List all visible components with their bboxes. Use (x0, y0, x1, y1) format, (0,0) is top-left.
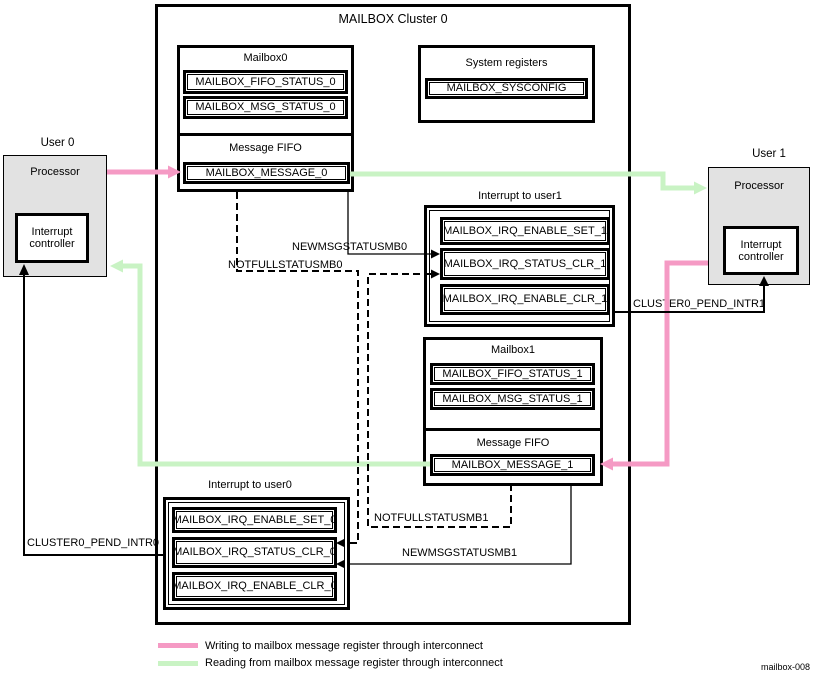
mailbox-irq-status-clr-1-register: MAILBOX_IRQ_STATUS_CLR_1 (440, 248, 610, 280)
mailbox1-divider (423, 428, 603, 431)
mailbox-irq-enable-set-1-register: MAILBOX_IRQ_ENABLE_SET_1 (440, 217, 610, 245)
system-registers-title: System registers (465, 57, 548, 69)
interrupt-to-user0-title: Interrupt to user0 (208, 479, 292, 491)
mailbox-msg-status-0-register: MAILBOX_MSG_STATUS_0 (183, 96, 348, 119)
mailbox-message-0-register: MAILBOX_MESSAGE_0 (183, 162, 350, 184)
mailbox-msg-status-1-register: MAILBOX_MSG_STATUS_1 (430, 388, 595, 410)
mailbox0-box (177, 45, 354, 192)
mailbox-irq-enable-clr-1-register: MAILBOX_IRQ_ENABLE_CLR_1 (440, 284, 610, 315)
mailbox-irq-enable-set-0-register: MAILBOX_IRQ_ENABLE_SET_0 (172, 507, 337, 533)
legend-read-swatch (158, 661, 198, 666)
mailbox0-title: Mailbox0 (243, 52, 288, 64)
mailbox-message-1-register: MAILBOX_MESSAGE_1 (430, 454, 595, 476)
cluster0-pend-intr0-label: CLUSTER0_PEND_INTR0 (27, 537, 160, 549)
mailbox-sysconfig-register: MAILBOX_SYSCONFIG (425, 78, 588, 99)
mailbox-irq-status-clr-0-register: MAILBOX_IRQ_STATUS_CLR_0 (172, 537, 337, 568)
user0-label: User 0 (40, 137, 75, 149)
user0-interrupt-controller-label: Interrupt controller (29, 226, 75, 250)
cluster0-pend-intr0-wire (23, 275, 163, 556)
cluster0-pend-intr1-label: CLUSTER0_PEND_INTR1 (633, 298, 766, 310)
user1-interrupt-controller: Interrupt controller (723, 226, 799, 275)
mailbox0-divider (177, 133, 354, 136)
notfullstatusmb1-label: NOTFULLSTATUSMB1 (374, 512, 489, 524)
mailbox-fifo-status-1-register: MAILBOX_FIFO_STATUS_1 (430, 363, 595, 385)
mailbox0-fifo-title: Message FIFO (229, 142, 302, 154)
mailbox-irq-enable-clr-0-register: MAILBOX_IRQ_ENABLE_CLR_0 (172, 572, 337, 601)
newmsgstatusmb0-label: NEWMSGSTATUSMB0 (292, 241, 408, 253)
user0-interrupt-controller: Interrupt controller (15, 213, 89, 263)
user1-processor-label: Processor (734, 180, 784, 192)
legend-read-label: Reading from mailbox message register th… (205, 657, 503, 669)
figure-id: mailbox-008 (760, 662, 810, 672)
interrupt-to-user1-title: Interrupt to user1 (478, 190, 562, 202)
newmsgstatusmb1-label: NEWMSGSTATUSMB1 (402, 547, 518, 559)
mailbox1-fifo-title: Message FIFO (476, 437, 550, 449)
legend-write-swatch (158, 643, 198, 648)
mailbox-fifo-status-0-register: MAILBOX_FIFO_STATUS_0 (183, 70, 348, 94)
notfullstatusmb0-label: NOTFULLSTATUSMB0 (228, 259, 343, 271)
user0-processor-label: Processor (30, 166, 80, 178)
user1-label: User 1 (752, 148, 786, 160)
cluster0-title: MAILBOX Cluster 0 (338, 12, 448, 26)
mailbox1-title: Mailbox1 (490, 344, 536, 356)
read-mb1-arrow (110, 259, 123, 273)
read-mb0-arrow (694, 181, 707, 195)
user1-interrupt-controller-label: Interrupt controller (738, 238, 784, 263)
legend-write-label: Writing to mailbox message register thro… (205, 640, 483, 652)
system-registers-box (418, 45, 595, 123)
